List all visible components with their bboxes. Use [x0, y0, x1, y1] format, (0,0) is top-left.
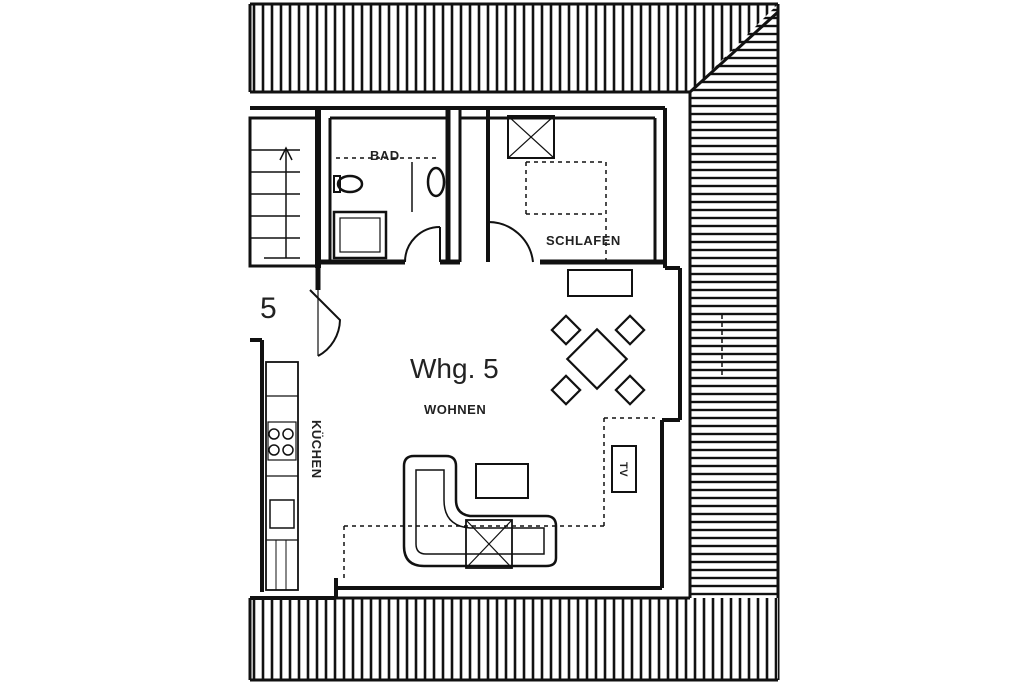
living-furniture	[343, 417, 655, 578]
bedroom	[460, 108, 665, 297]
tv-label: TV	[617, 462, 629, 477]
stair-number: 5	[260, 292, 277, 325]
room-label-kitchen: KÜCHEN	[309, 420, 324, 479]
roof-right	[688, 4, 780, 680]
roof-bottom	[248, 596, 778, 682]
dining-set	[550, 314, 646, 406]
room-label-bath: BAD	[370, 148, 400, 163]
bathroom	[315, 108, 462, 268]
exterior-walls	[250, 106, 682, 600]
kitchen	[250, 338, 299, 592]
staircase	[248, 116, 320, 268]
entry-door	[309, 268, 342, 357]
unit-label: Whg. 5	[410, 353, 499, 384]
room-label-bedroom: SCHLAFEN	[546, 233, 621, 248]
roof-top	[248, 2, 778, 94]
room-label-living: WOHNEN	[424, 402, 486, 417]
